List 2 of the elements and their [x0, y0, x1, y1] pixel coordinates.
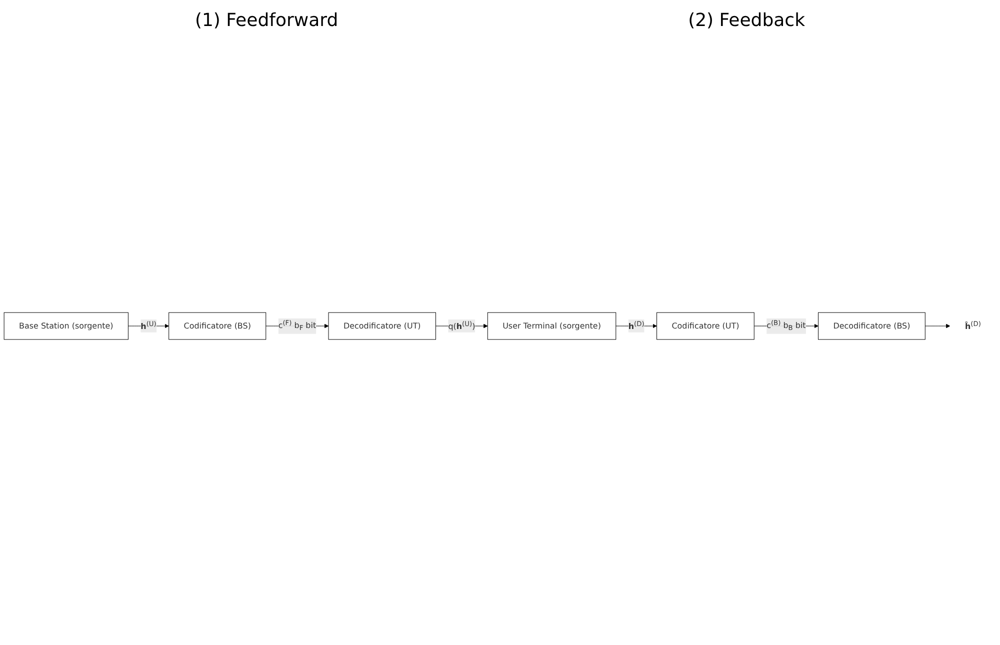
section-heading: (1) Feedforward [194, 10, 338, 31]
section-heading: (2) Feedback [688, 10, 806, 31]
